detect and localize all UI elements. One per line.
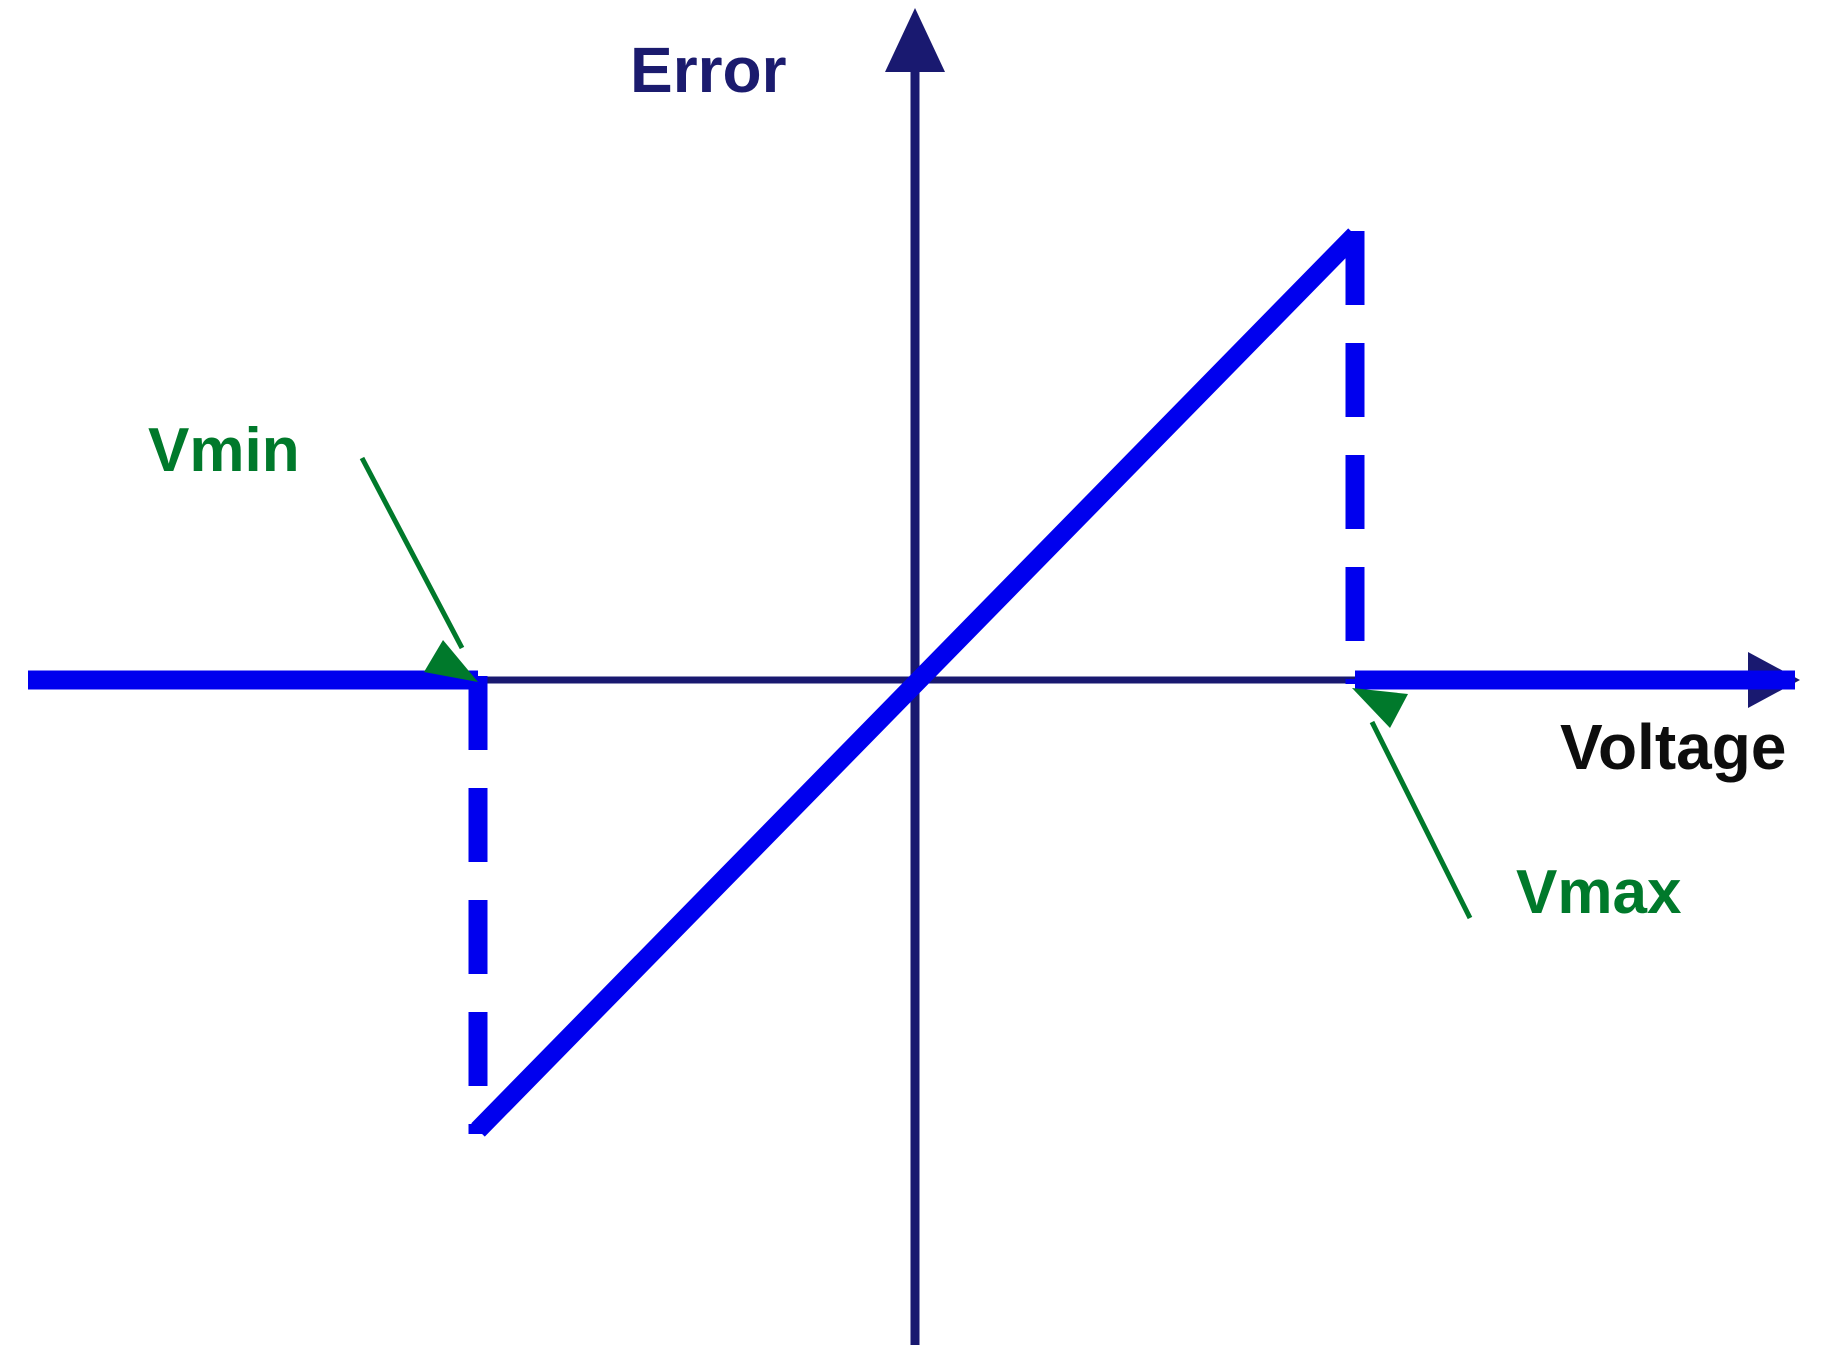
- error-curve-group: [28, 228, 1795, 1137]
- vmin-leader-line: [359, 456, 465, 650]
- annotation-label-vmax: Vmax: [1516, 858, 1682, 927]
- vmin-arrowhead-icon: [424, 640, 478, 682]
- annotation-label-vmin: Vmin: [148, 416, 300, 485]
- vmax-arrowhead-icon: [1352, 688, 1408, 728]
- y-axis-label: Error: [630, 34, 787, 106]
- annotation-arrows-group: [359, 456, 1473, 920]
- vmax-leader-line: [1369, 720, 1473, 920]
- x-axis-label: Voltage: [1560, 711, 1787, 783]
- y-axis-arrowhead: [885, 8, 945, 72]
- curve-linear-ramp: [471, 228, 1362, 1137]
